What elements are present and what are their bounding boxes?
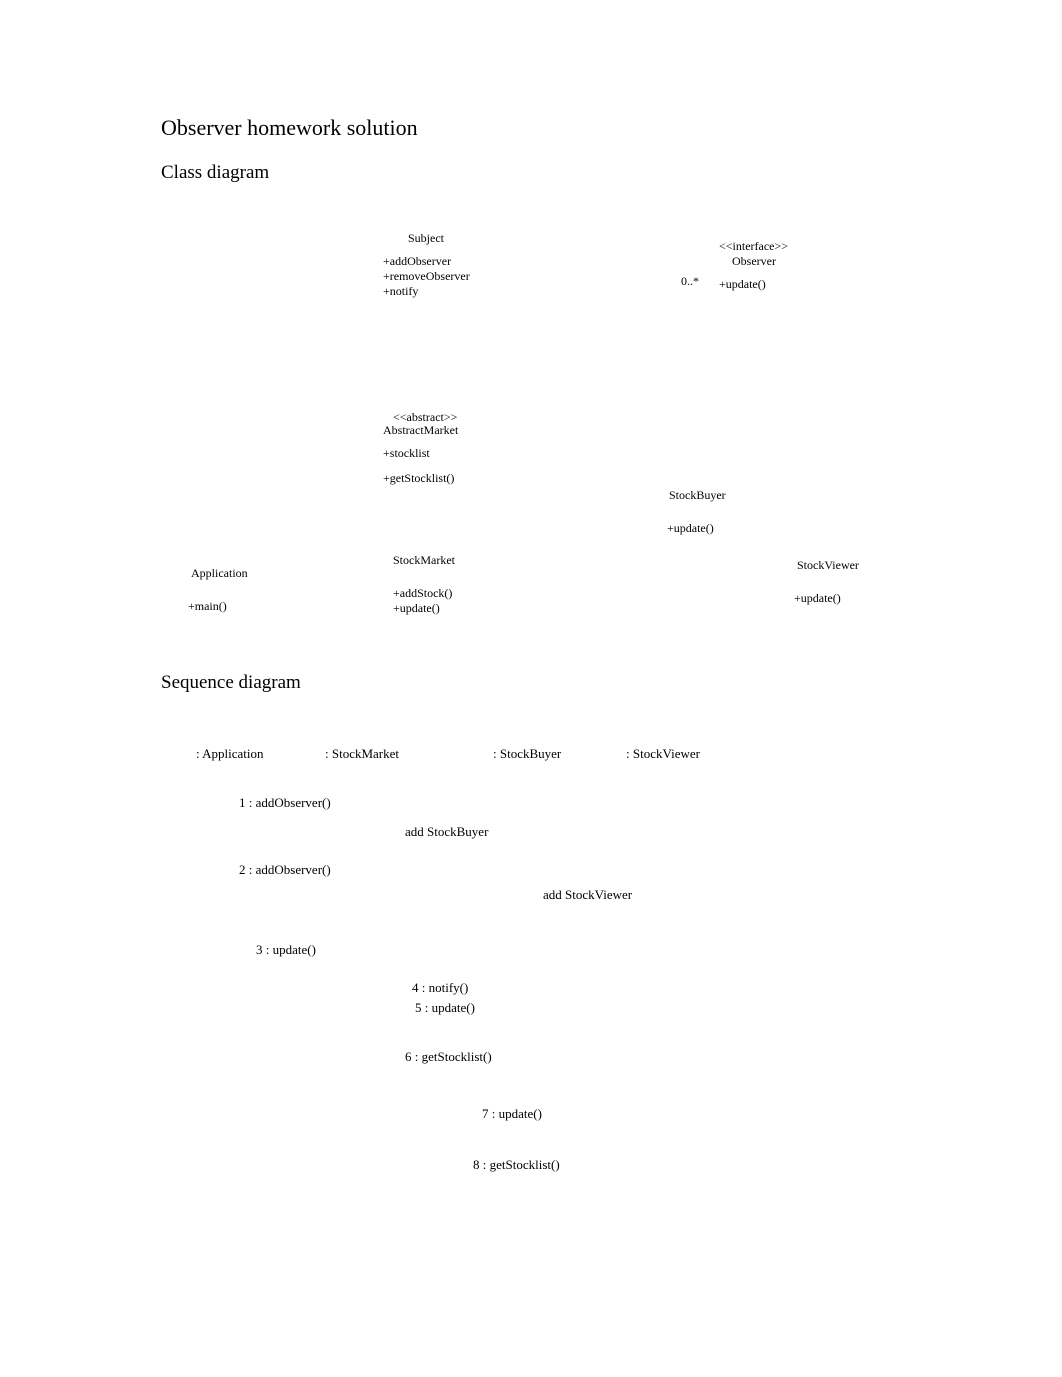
lifeline-stock-viewer: : StockViewer (626, 746, 700, 761)
class-name-stock-market: StockMarket (393, 553, 455, 567)
class-name-application: Application (191, 566, 248, 580)
method-stock-market-update: +update() (393, 601, 440, 615)
class-name-abstract-market: AbstractMarket (383, 423, 459, 437)
message-note-add-stock-buyer: add StockBuyer (405, 824, 489, 839)
lifeline-stock-buyer: : StockBuyer (493, 746, 562, 761)
method-add-stock: +addStock() (393, 586, 453, 600)
message-1: 1 : addObserver() (239, 795, 331, 810)
message-note-add-stock-viewer: add StockViewer (543, 887, 633, 902)
method-main: +main() (188, 599, 227, 613)
class-name-subject: Subject (408, 231, 444, 245)
message-7: 7 : update() (482, 1106, 542, 1121)
class-name-stock-viewer: StockViewer (797, 558, 859, 572)
attribute-stocklist: +stocklist (383, 446, 430, 460)
class-name-stock-buyer: StockBuyer (669, 488, 726, 502)
method-add-observer: +addObserver (383, 254, 452, 268)
message-2: 2 : addObserver() (239, 862, 331, 877)
message-6: 6 : getStocklist() (405, 1049, 492, 1064)
stereotype-interface: <<interface>> (719, 239, 789, 253)
lifeline-stock-market: : StockMarket (325, 746, 400, 761)
class-diagram-heading: Class diagram (161, 162, 270, 183)
method-notify: +notify (383, 284, 419, 298)
multiplicity-label: 0..* (681, 274, 699, 288)
stereotype-abstract: <<abstract>> (393, 410, 458, 424)
method-stock-viewer-update: +update() (794, 591, 841, 605)
method-get-stocklist: +getStocklist() (383, 471, 455, 485)
method-observer-update: +update() (719, 277, 766, 291)
method-stock-buyer-update: +update() (667, 521, 714, 535)
message-8: 8 : getStocklist() (473, 1157, 560, 1172)
sequence-diagram-heading: Sequence diagram (161, 672, 301, 693)
message-5: 5 : update() (415, 1000, 475, 1015)
class-name-observer: Observer (732, 254, 776, 268)
message-3: 3 : update() (256, 942, 316, 957)
message-4: 4 : notify() (412, 980, 469, 995)
method-remove-observer: +removeObserver (383, 269, 470, 283)
page-title: Observer homework solution (161, 115, 418, 140)
lifeline-application: : Application (196, 746, 264, 761)
